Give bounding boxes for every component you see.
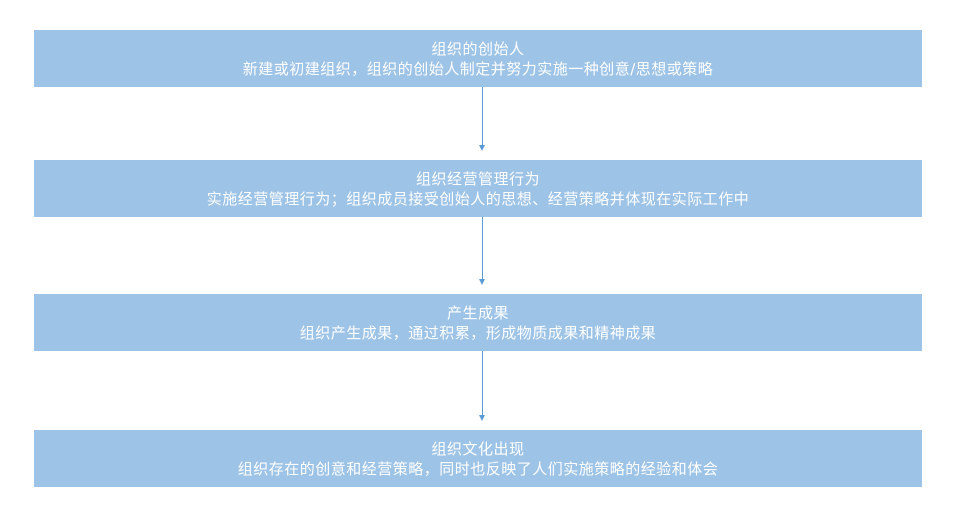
step-title: 组织的创始人 <box>431 39 525 58</box>
step-box-culture-emerges: 组织文化出现 组织存在的创意和经营策略，同时也反映了人们实施策略的经验和体会 <box>34 430 922 487</box>
arrow-shaft <box>482 217 483 279</box>
step-box-management-behavior: 组织经营管理行为 实施经营管理行为；组织成员接受创始人的思想、经营策略并体现在实… <box>34 160 922 217</box>
step-title: 组织经营管理行为 <box>415 169 540 188</box>
step-description: 组织存在的创意和经营策略，同时也反映了人们实施策略的经验和体会 <box>237 459 719 478</box>
down-arrow-connector <box>478 351 487 421</box>
step-description: 新建或初建组织，组织的创始人制定并努力实施一种创意/思想或策略 <box>242 59 714 78</box>
step-description: 组织产生成果，通过积累，形成物质成果和精神成果 <box>299 323 657 342</box>
arrow-shaft <box>482 351 483 415</box>
step-box-results: 产生成果 组织产生成果，通过积累，形成物质成果和精神成果 <box>34 294 922 351</box>
arrow-head <box>479 145 485 151</box>
step-title: 组织文化出现 <box>431 439 525 458</box>
arrow-shaft <box>482 87 483 145</box>
step-title: 产生成果 <box>446 303 509 322</box>
down-arrow-connector <box>478 217 487 285</box>
step-description: 实施经营管理行为；组织成员接受创始人的思想、经营策略并体现在实际工作中 <box>206 189 750 208</box>
arrow-head <box>479 279 485 285</box>
step-box-founder: 组织的创始人 新建或初建组织，组织的创始人制定并努力实施一种创意/思想或策略 <box>34 30 922 87</box>
down-arrow-connector <box>478 87 487 151</box>
arrow-head <box>479 415 485 421</box>
